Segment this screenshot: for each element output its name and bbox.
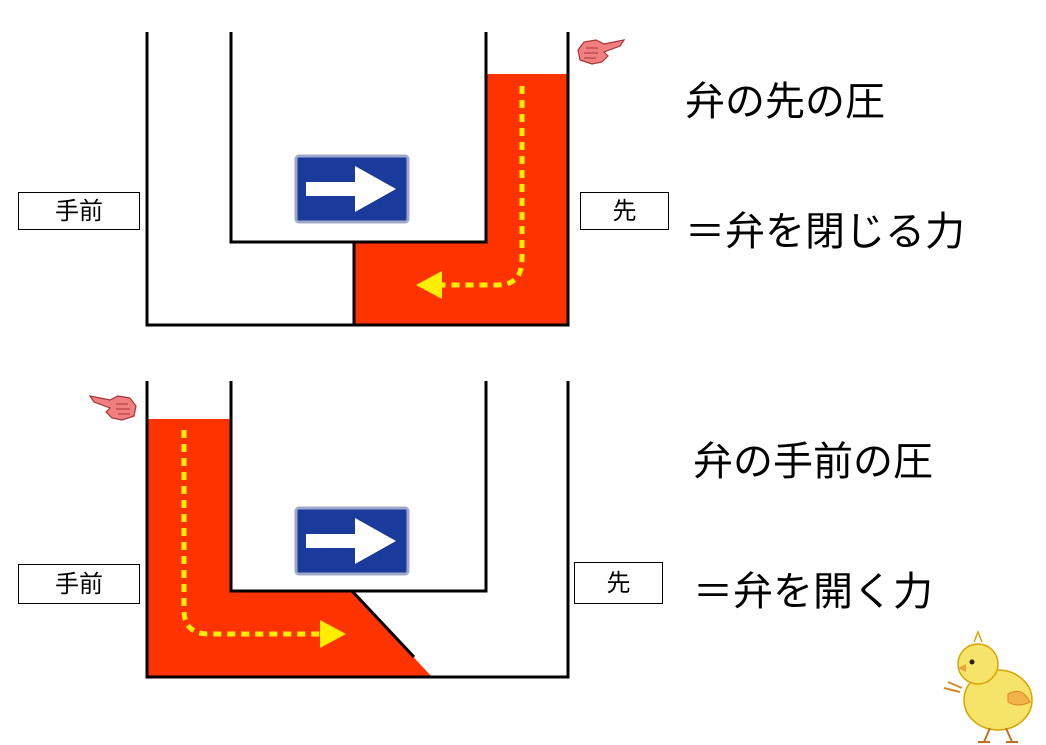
upstream-label-top: 手前 [18,192,140,230]
upstream-label-bottom: 手前 [18,564,140,604]
caption-downstream-pressure: 弁の先の圧 [685,79,885,125]
one-way-arrow-sign-icon [294,506,410,576]
pointing-hand-icon [577,39,626,65]
one-way-arrow-sign-icon [294,154,410,224]
downstream-label-top: 先 [580,192,669,230]
flow-arrow-backward [440,86,525,288]
caption-opening-force: ＝弁を開く力 [693,569,933,615]
chick-icon [943,629,1033,743]
pointing-hand-icon [88,395,137,421]
valve-closed-diagram [145,32,570,327]
container-walls [145,32,570,327]
caption-closing-force: ＝弁を閉じる力 [685,209,965,255]
valve-open-diagram [145,381,570,679]
caption-upstream-pressure: 弁の手前の圧 [693,439,933,485]
downstream-label-bottom: 先 [574,562,663,604]
flow-arrowhead [416,271,442,299]
fluid-downstream [354,74,568,325]
fluid-upstream [147,419,432,677]
flow-arrow-forward [181,430,322,637]
container-walls [145,381,570,679]
flow-arrowhead [320,620,346,648]
